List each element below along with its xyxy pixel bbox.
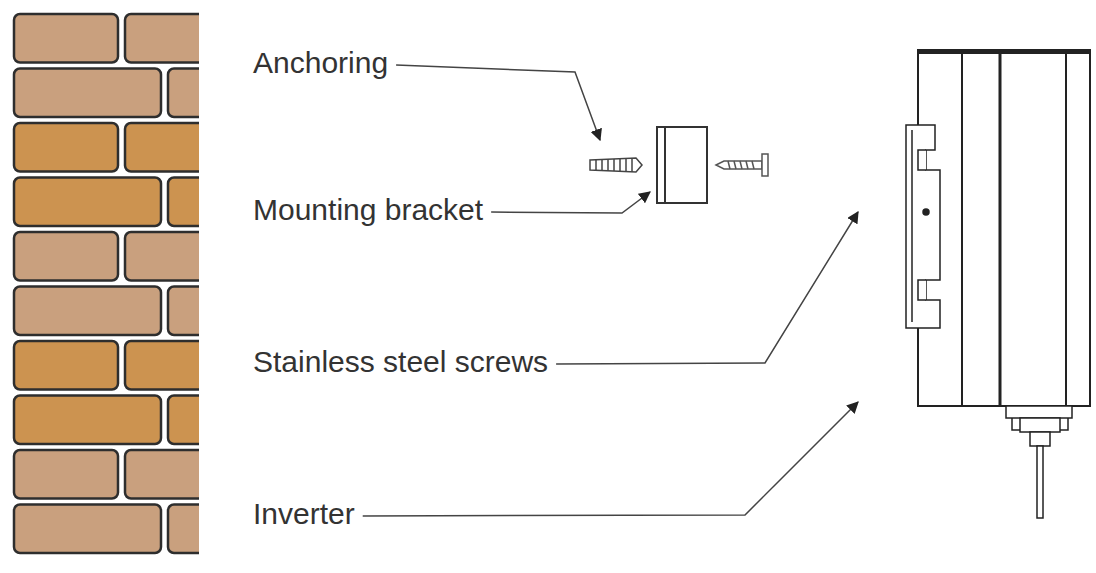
brick — [14, 450, 118, 499]
brick — [14, 69, 161, 118]
brick — [125, 232, 205, 281]
brick — [14, 14, 118, 63]
leader-arrow — [363, 402, 858, 516]
part-label: Mounting bracket — [253, 192, 483, 228]
leader-arrow — [556, 212, 858, 364]
part-label: Stainless steel screws — [253, 344, 548, 380]
brick — [14, 123, 118, 172]
brick — [125, 123, 205, 172]
brick — [14, 396, 161, 445]
brick — [14, 287, 161, 336]
part-label: Anchoring — [253, 45, 388, 81]
brick — [14, 232, 118, 281]
leader-arrow — [396, 65, 600, 140]
brick — [125, 341, 205, 390]
leader-arrow — [491, 192, 650, 213]
wall-edge-mask — [199, 0, 219, 573]
mounting-bracket — [657, 127, 707, 203]
inverter-connectors — [1006, 406, 1072, 518]
brick — [125, 450, 205, 499]
brick — [125, 14, 205, 63]
inverter-body — [918, 50, 1090, 406]
inverter-bracket — [906, 125, 940, 328]
screw — [716, 154, 768, 176]
part-label: Inverter — [253, 496, 355, 532]
brick — [14, 505, 161, 554]
brick-wall — [14, 0, 219, 573]
brick — [14, 341, 118, 390]
anchor-plug — [590, 158, 642, 172]
brick — [14, 178, 161, 227]
